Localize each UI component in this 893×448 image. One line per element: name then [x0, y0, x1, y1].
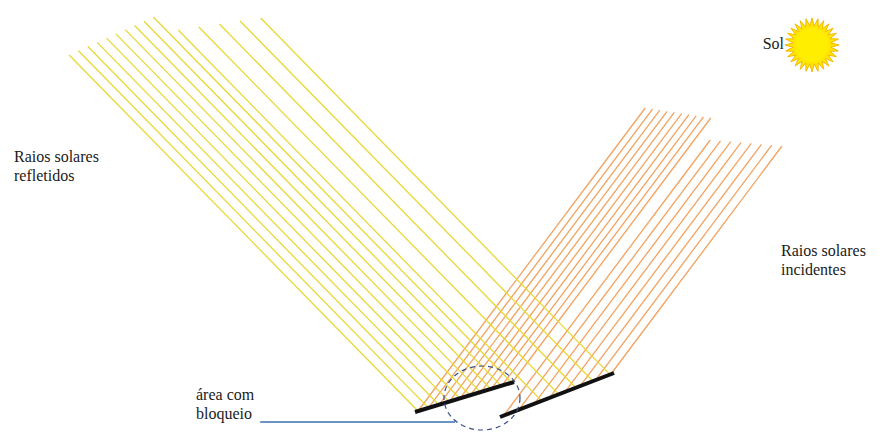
incident-ray: [470, 114, 681, 396]
incident-ray: [418, 108, 645, 411]
incident-ray: [596, 145, 772, 380]
sun-label: Sol: [744, 34, 784, 53]
reflected-ray: [125, 30, 480, 393]
reflected-ray: [153, 17, 512, 383]
incident-ray: [502, 117, 704, 386]
reflected-ray: [240, 21, 593, 381]
sun-rays: [785, 18, 839, 72]
incident-ray: [611, 146, 782, 374]
incident-ray: [550, 143, 741, 398]
reflected-ray: [135, 25, 492, 389]
reflected-rays-label: Raios solares refletidos: [14, 147, 124, 185]
reflected-ray: [178, 30, 541, 401]
reflected-ray: [107, 38, 460, 398]
ray-bundles: [69, 17, 782, 415]
reflected-ray: [261, 18, 610, 374]
incident-ray: [491, 116, 696, 389]
incident-ray: [535, 142, 731, 404]
reflected-ray: [88, 47, 439, 405]
incident-ray: [519, 141, 720, 409]
incident-ray: [512, 118, 711, 383]
reflected-ray: [78, 51, 428, 408]
incident-ray: [580, 144, 761, 385]
incident-ray: [460, 112, 675, 398]
leader-line: [260, 421, 455, 422]
sun-symbol: [785, 18, 839, 72]
blocking-area-circle: [444, 366, 520, 430]
incident-rays-label: Raios solares incidentes: [781, 241, 889, 279]
mirror-left: [415, 382, 514, 412]
sun-disc: [795, 28, 829, 62]
incident-ray: [565, 143, 751, 391]
blocking-area-label: área com bloqueio: [196, 385, 276, 423]
reflected-ray: [97, 42, 449, 401]
reflected-ray: [199, 27, 559, 394]
reflected-ray: [144, 21, 502, 386]
reflected-ray: [219, 24, 575, 388]
reflected-ray: [116, 34, 470, 396]
